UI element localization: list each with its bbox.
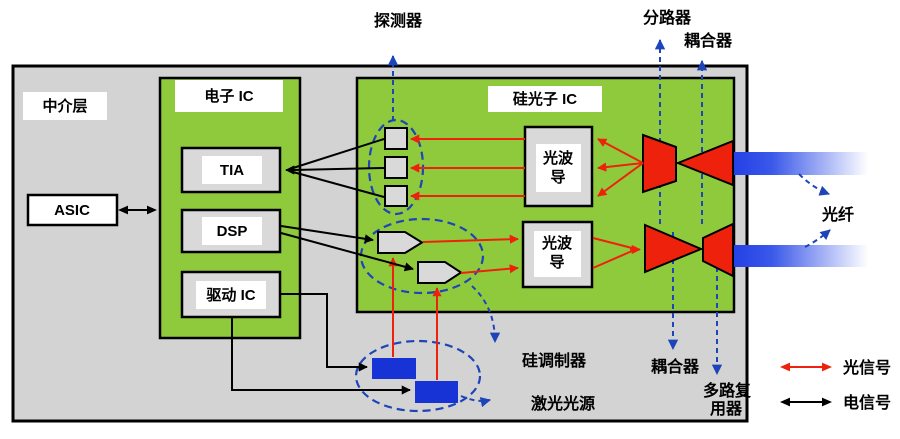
tia-block: TIA bbox=[180, 146, 282, 194]
leader-arrows bbox=[460, 173, 831, 408]
modulator-callout-label: 硅调制器 bbox=[522, 351, 587, 370]
waveguide-top-block: 光波 导 bbox=[523, 125, 594, 208]
laser-rect-2 bbox=[415, 381, 458, 403]
fiber-callout-arrow-top bbox=[798, 173, 830, 196]
dsp-block: DSP bbox=[180, 208, 282, 254]
electrical-driver-to-laser2 bbox=[231, 317, 411, 395]
asic-box bbox=[26, 193, 119, 227]
optical-mod2-to-wg bbox=[460, 264, 519, 274]
electrical-dsp-to-mod2 bbox=[280, 232, 414, 272]
optical-wg-to-mux-1 bbox=[592, 237, 633, 249]
coupler-bottom-shape bbox=[644, 223, 704, 274]
interposer-label: 中介层 bbox=[42, 97, 87, 115]
fiber-bar-top bbox=[734, 152, 868, 175]
optical-wg-to-mux-2 bbox=[592, 250, 633, 269]
waveguide-top-label-line2: 导 bbox=[550, 169, 565, 186]
splitter-callout-label: 分路器 bbox=[643, 8, 692, 27]
coupler-top-shape bbox=[675, 139, 734, 187]
tia-label: TIA bbox=[220, 162, 244, 179]
electrical-driver-to-laser1 bbox=[281, 293, 368, 372]
modulator-pentagon-2 bbox=[417, 261, 463, 284]
driver-ic-label: 驱动 IC bbox=[206, 286, 255, 304]
coupler-top-callout-label: 耦合器 bbox=[684, 31, 733, 50]
laser-rect-1 bbox=[372, 358, 416, 379]
asic-label: ASIC bbox=[54, 202, 90, 219]
electrical-det2-to-tia bbox=[292, 167, 385, 171]
electrical-paths bbox=[231, 138, 414, 395]
detector-callout-label: 探测器 bbox=[374, 11, 423, 30]
modulator-ellipse bbox=[359, 217, 485, 295]
waveguide-top-label-line1: 光波 bbox=[542, 149, 574, 167]
fiber-bar-bottom bbox=[734, 245, 868, 267]
electronic-ic-title-box bbox=[175, 80, 283, 112]
optical-splitter-to-wg-2 bbox=[597, 162, 644, 172]
modulator-leader-arrow bbox=[471, 285, 501, 344]
laser-ellipse bbox=[354, 339, 482, 413]
electrical-det1-to-tia bbox=[292, 138, 385, 169]
detector-squares bbox=[384, 127, 408, 207]
photonic-ic-title-box bbox=[488, 86, 602, 112]
multiplexer-callout-label-line1: 多路复 bbox=[703, 381, 752, 400]
multiplexer-shape bbox=[702, 222, 734, 278]
detector-square-1 bbox=[384, 127, 408, 150]
electrical-dsp-to-mod1 bbox=[280, 225, 374, 244]
laser-callout-label: 激光光源 bbox=[531, 394, 595, 413]
optical-splitter-to-wg-3 bbox=[597, 162, 644, 197]
legend-optical-label: 光信号 bbox=[842, 358, 891, 377]
electrical-det3-to-tia bbox=[292, 171, 385, 198]
electronic-ic-title: 电子 IC bbox=[204, 87, 253, 105]
splitter-shape bbox=[642, 133, 677, 194]
coupler-bottom-callout-label: 耦合器 bbox=[651, 357, 700, 376]
optical-mod1-to-wg bbox=[422, 234, 519, 244]
driver-ic-block: 驱动 IC bbox=[180, 270, 282, 319]
asic-eic-double-arrow bbox=[118, 205, 157, 215]
detector-square-3 bbox=[384, 185, 408, 207]
laser-leader-arrow bbox=[460, 395, 492, 408]
waveguide-bottom-label-line2: 导 bbox=[549, 254, 564, 271]
fiber-callout-arrow-bottom bbox=[804, 229, 831, 248]
waveguide-bottom-block: 光波 导 bbox=[521, 220, 594, 289]
photonic-ic-title: 硅光子 IC bbox=[513, 90, 577, 108]
optical-paths bbox=[388, 134, 644, 380]
detector-square-2 bbox=[384, 156, 408, 179]
multiplexer-callout-label-line2: 用器 bbox=[710, 400, 743, 418]
dsp-label: DSP bbox=[217, 223, 248, 240]
legend-optical-arrow bbox=[780, 362, 832, 372]
fiber-callout-label: 光纤 bbox=[821, 205, 854, 224]
legend-electrical-arrow bbox=[780, 397, 832, 407]
modulator-pentagon-1 bbox=[377, 231, 424, 254]
interposer-label-box bbox=[23, 92, 107, 120]
waveguide-bottom-label-line1: 光波 bbox=[541, 234, 573, 252]
legend-electrical-label: 电信号 bbox=[843, 393, 891, 412]
optical-splitter-to-wg-1 bbox=[597, 138, 644, 164]
